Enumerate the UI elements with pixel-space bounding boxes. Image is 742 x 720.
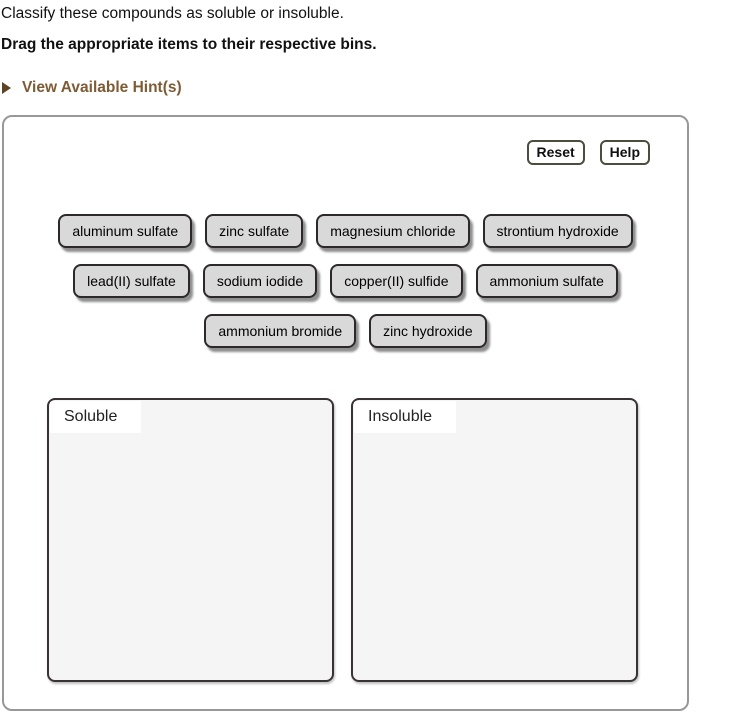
hint-link[interactable]: View Available Hint(s): [2, 79, 182, 97]
chip-row: aluminum sulfate zinc sulfate magnesium ch…: [58, 214, 633, 248]
question-text: Classify these compounds as soluble or i…: [1, 5, 344, 22]
draggable-item-strontium-hydroxide[interactable]: strontium hydroxide: [482, 214, 633, 248]
draggable-item-zinc-hydroxide[interactable]: zinc hydroxide: [369, 314, 487, 348]
activity-panel: Reset Help aluminum sulfate zinc sulfate m…: [2, 115, 689, 711]
help-button[interactable]: Help: [599, 140, 650, 165]
bin-soluble[interactable]: Soluble: [47, 398, 334, 682]
chip-row: ammonium bromide zinc hydroxide: [204, 314, 487, 348]
draggable-item-lead-ii-sulfate[interactable]: lead(II) sulfate: [73, 264, 190, 298]
draggable-item-ammonium-bromide[interactable]: ammonium bromide: [204, 314, 357, 348]
draggable-item-zinc-sulfate[interactable]: zinc sulfate: [205, 214, 304, 248]
draggable-item-sodium-iodide[interactable]: sodium iodide: [202, 264, 318, 298]
chip-row: lead(II) sulfate sodium iodide copper(II) …: [73, 264, 618, 298]
draggable-item-ammonium-sulfate[interactable]: ammonium sulfate: [475, 264, 618, 298]
hint-link-label: View Available Hint(s): [22, 79, 182, 96]
bins-area: Soluble Insoluble: [47, 398, 638, 682]
hint-expand-arrow-icon: [2, 82, 11, 94]
bin-insoluble[interactable]: Insoluble: [351, 398, 638, 682]
draggable-item-copper-ii-sulfide[interactable]: copper(II) sulfide: [330, 264, 463, 298]
drag-instruction: Drag the appropriate items to their resp…: [1, 36, 377, 53]
toolbar: Reset Help: [526, 140, 650, 165]
bin-label: Insoluble: [354, 401, 457, 433]
reset-button[interactable]: Reset: [526, 140, 585, 165]
draggable-item-aluminum-sulfate[interactable]: aluminum sulfate: [58, 214, 193, 248]
draggable-item-magnesium-chloride[interactable]: magnesium chloride: [316, 214, 470, 248]
draggable-items-area: aluminum sulfate zinc sulfate magnesium ch…: [4, 214, 687, 348]
bin-label: Soluble: [50, 401, 142, 433]
